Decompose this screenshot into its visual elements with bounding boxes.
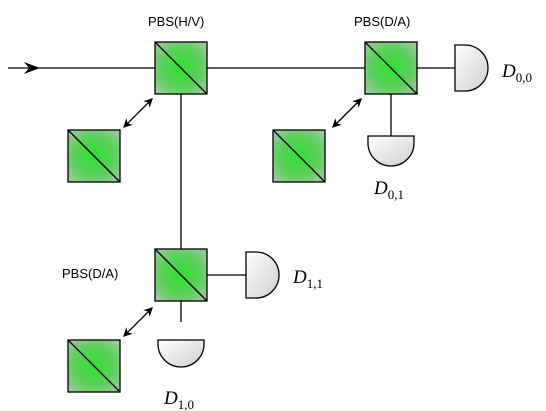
detector-icon-d01 bbox=[367, 135, 415, 167]
beam-splitter-da-bottom bbox=[154, 248, 208, 302]
detector-d10-label: D1,0 bbox=[163, 388, 194, 411]
alt-beam-splitter-2 bbox=[272, 129, 326, 183]
pbs-da-top-label: PBS(D/A) bbox=[354, 14, 410, 29]
beam-splitter-da-top bbox=[364, 41, 418, 95]
detector-d00-label: D0,0 bbox=[501, 61, 532, 85]
detector-icon-d11 bbox=[245, 251, 280, 299]
swap-arrow-icon bbox=[332, 98, 362, 128]
pbs-hv-label: PBS(H/V) bbox=[148, 14, 204, 29]
alt-beam-splitter-3 bbox=[67, 339, 121, 393]
swap-arrow-icon bbox=[123, 98, 153, 128]
alt-beam-splitter-1 bbox=[67, 129, 121, 183]
swap-arrow-icon bbox=[123, 307, 153, 337]
pbs-da-bottom-label: PBS(D/A) bbox=[62, 266, 118, 281]
detector-d11-label: D1,1 bbox=[292, 267, 323, 291]
detector-icon-d00 bbox=[454, 44, 489, 92]
beam-arrow-icon bbox=[24, 62, 40, 74]
beam-splitter-hv bbox=[154, 41, 208, 95]
detector-d01-label: D0,1 bbox=[373, 178, 404, 202]
detector-icon-d10 bbox=[157, 339, 205, 368]
